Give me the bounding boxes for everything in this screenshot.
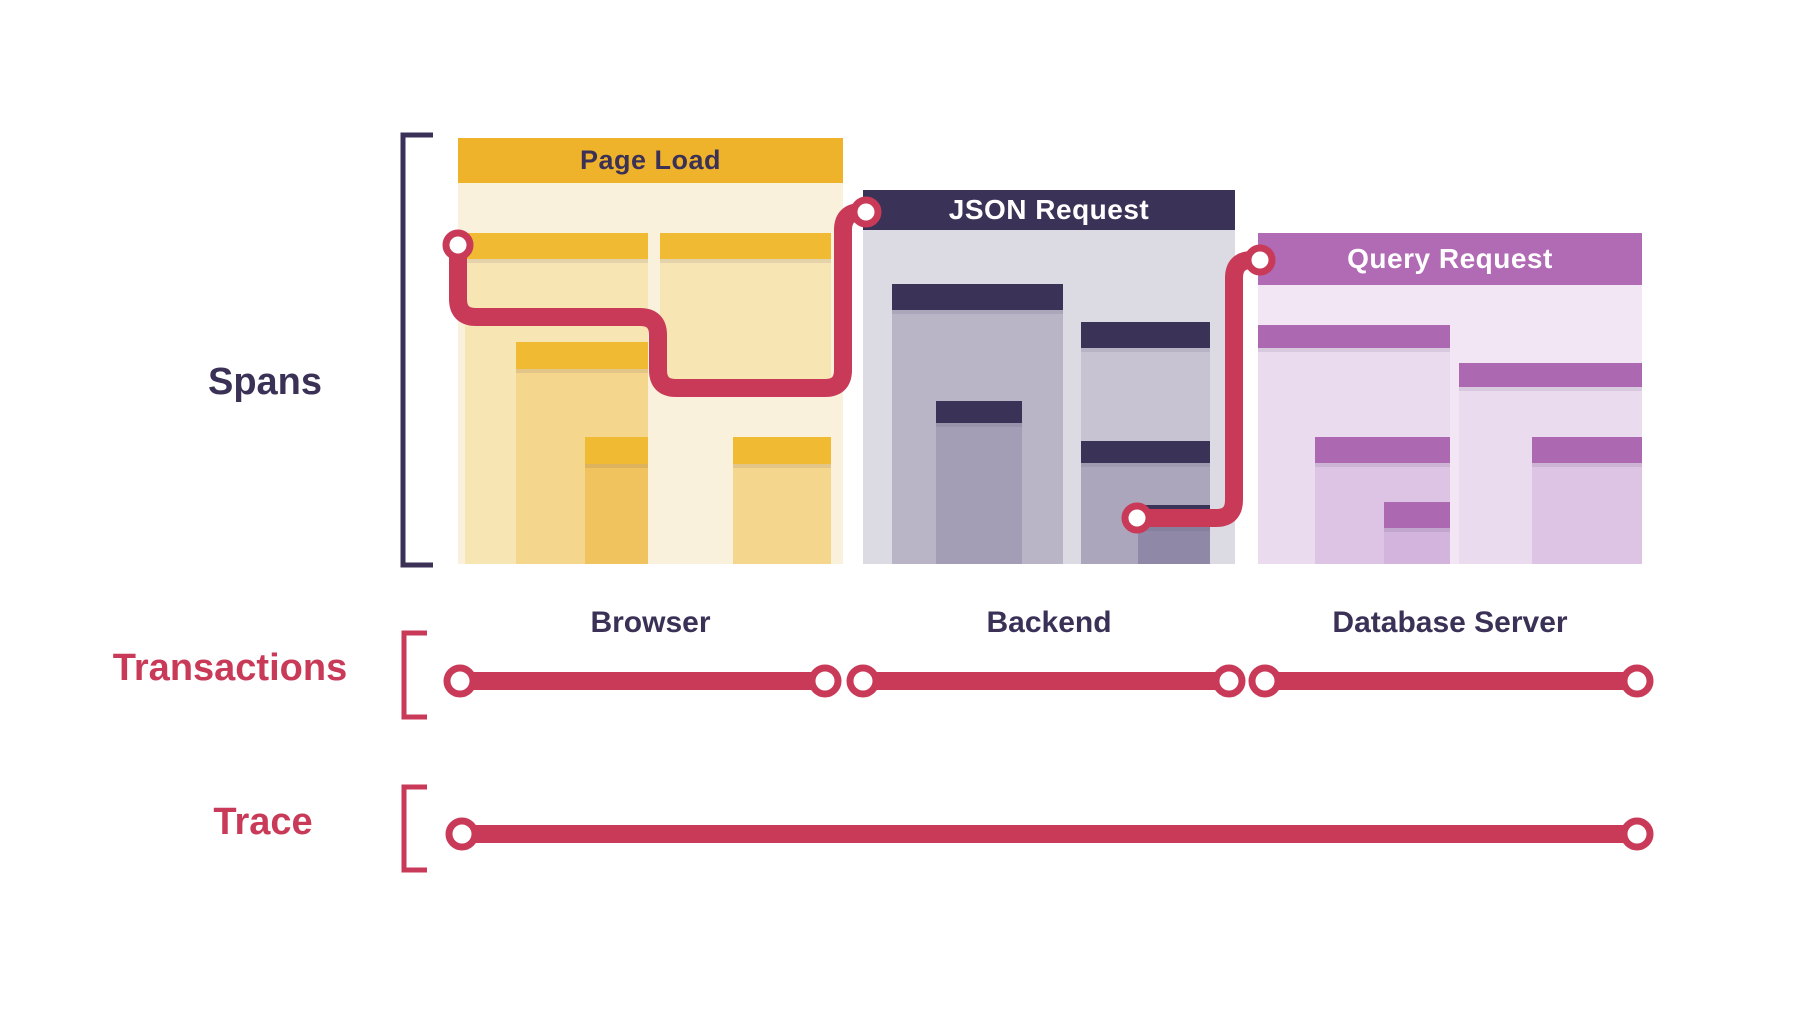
span-bar — [1315, 437, 1450, 463]
waypoint-circle — [1121, 502, 1153, 534]
endpoint-circle — [1248, 664, 1282, 698]
span-bar — [1081, 322, 1210, 348]
trace-bracket — [401, 784, 427, 873]
waypoint-circle — [442, 229, 474, 261]
track-label-database-server: Database Server — [1332, 606, 1568, 639]
spans-label: Spans — [207, 361, 323, 403]
span-bar — [733, 437, 831, 464]
span-body — [936, 423, 1022, 564]
panel-header: Page Load — [458, 138, 843, 183]
span-bar — [1081, 441, 1210, 463]
panel-header: Query Request — [1258, 233, 1642, 285]
span-bar — [516, 342, 648, 369]
endpoint-circle — [1620, 817, 1654, 851]
panel-title: Page Load — [579, 145, 722, 175]
waypoint-circle — [1244, 244, 1276, 276]
panel-header: JSON Request — [863, 190, 1235, 230]
transactions-label: Transactions — [112, 647, 348, 689]
span-bar — [1384, 502, 1450, 528]
span-bar — [1459, 363, 1642, 387]
span-bar — [1258, 325, 1450, 348]
span-bar — [585, 437, 648, 464]
span-bar — [1532, 437, 1642, 463]
endpoint-circle — [445, 817, 479, 851]
trace-label: Trace — [213, 801, 313, 843]
span-bar — [660, 233, 831, 259]
span-body — [1384, 528, 1450, 564]
span-body — [1532, 463, 1642, 564]
span-bar — [936, 401, 1022, 423]
trace-path-backend-to-database — [1128, 251, 1269, 527]
endpoint-circle — [443, 664, 477, 698]
span-bar — [892, 284, 1063, 310]
endpoint-circle — [1620, 664, 1654, 698]
span-body — [1138, 527, 1210, 564]
trace-path-browser-to-backend — [449, 203, 875, 397]
span-body — [660, 259, 831, 390]
panel-title: Query Request — [1347, 243, 1553, 274]
span-body — [585, 464, 648, 564]
transaction-panel-query-request: Query Request — [1258, 233, 1642, 564]
waypoint-circle — [850, 196, 882, 228]
endpoint-circle — [808, 664, 842, 698]
spans-bracket — [400, 132, 433, 568]
transactions-bracket — [401, 630, 427, 720]
panel-title: JSON Request — [948, 194, 1150, 225]
transaction-panel-json-request: JSON Request — [863, 190, 1235, 564]
track-label-backend: Backend — [986, 606, 1112, 639]
track-label-browser: Browser — [590, 606, 711, 639]
endpoint-circle — [1212, 664, 1246, 698]
span-bar — [465, 233, 648, 259]
span-body — [733, 464, 831, 564]
endpoint-circle — [846, 664, 880, 698]
